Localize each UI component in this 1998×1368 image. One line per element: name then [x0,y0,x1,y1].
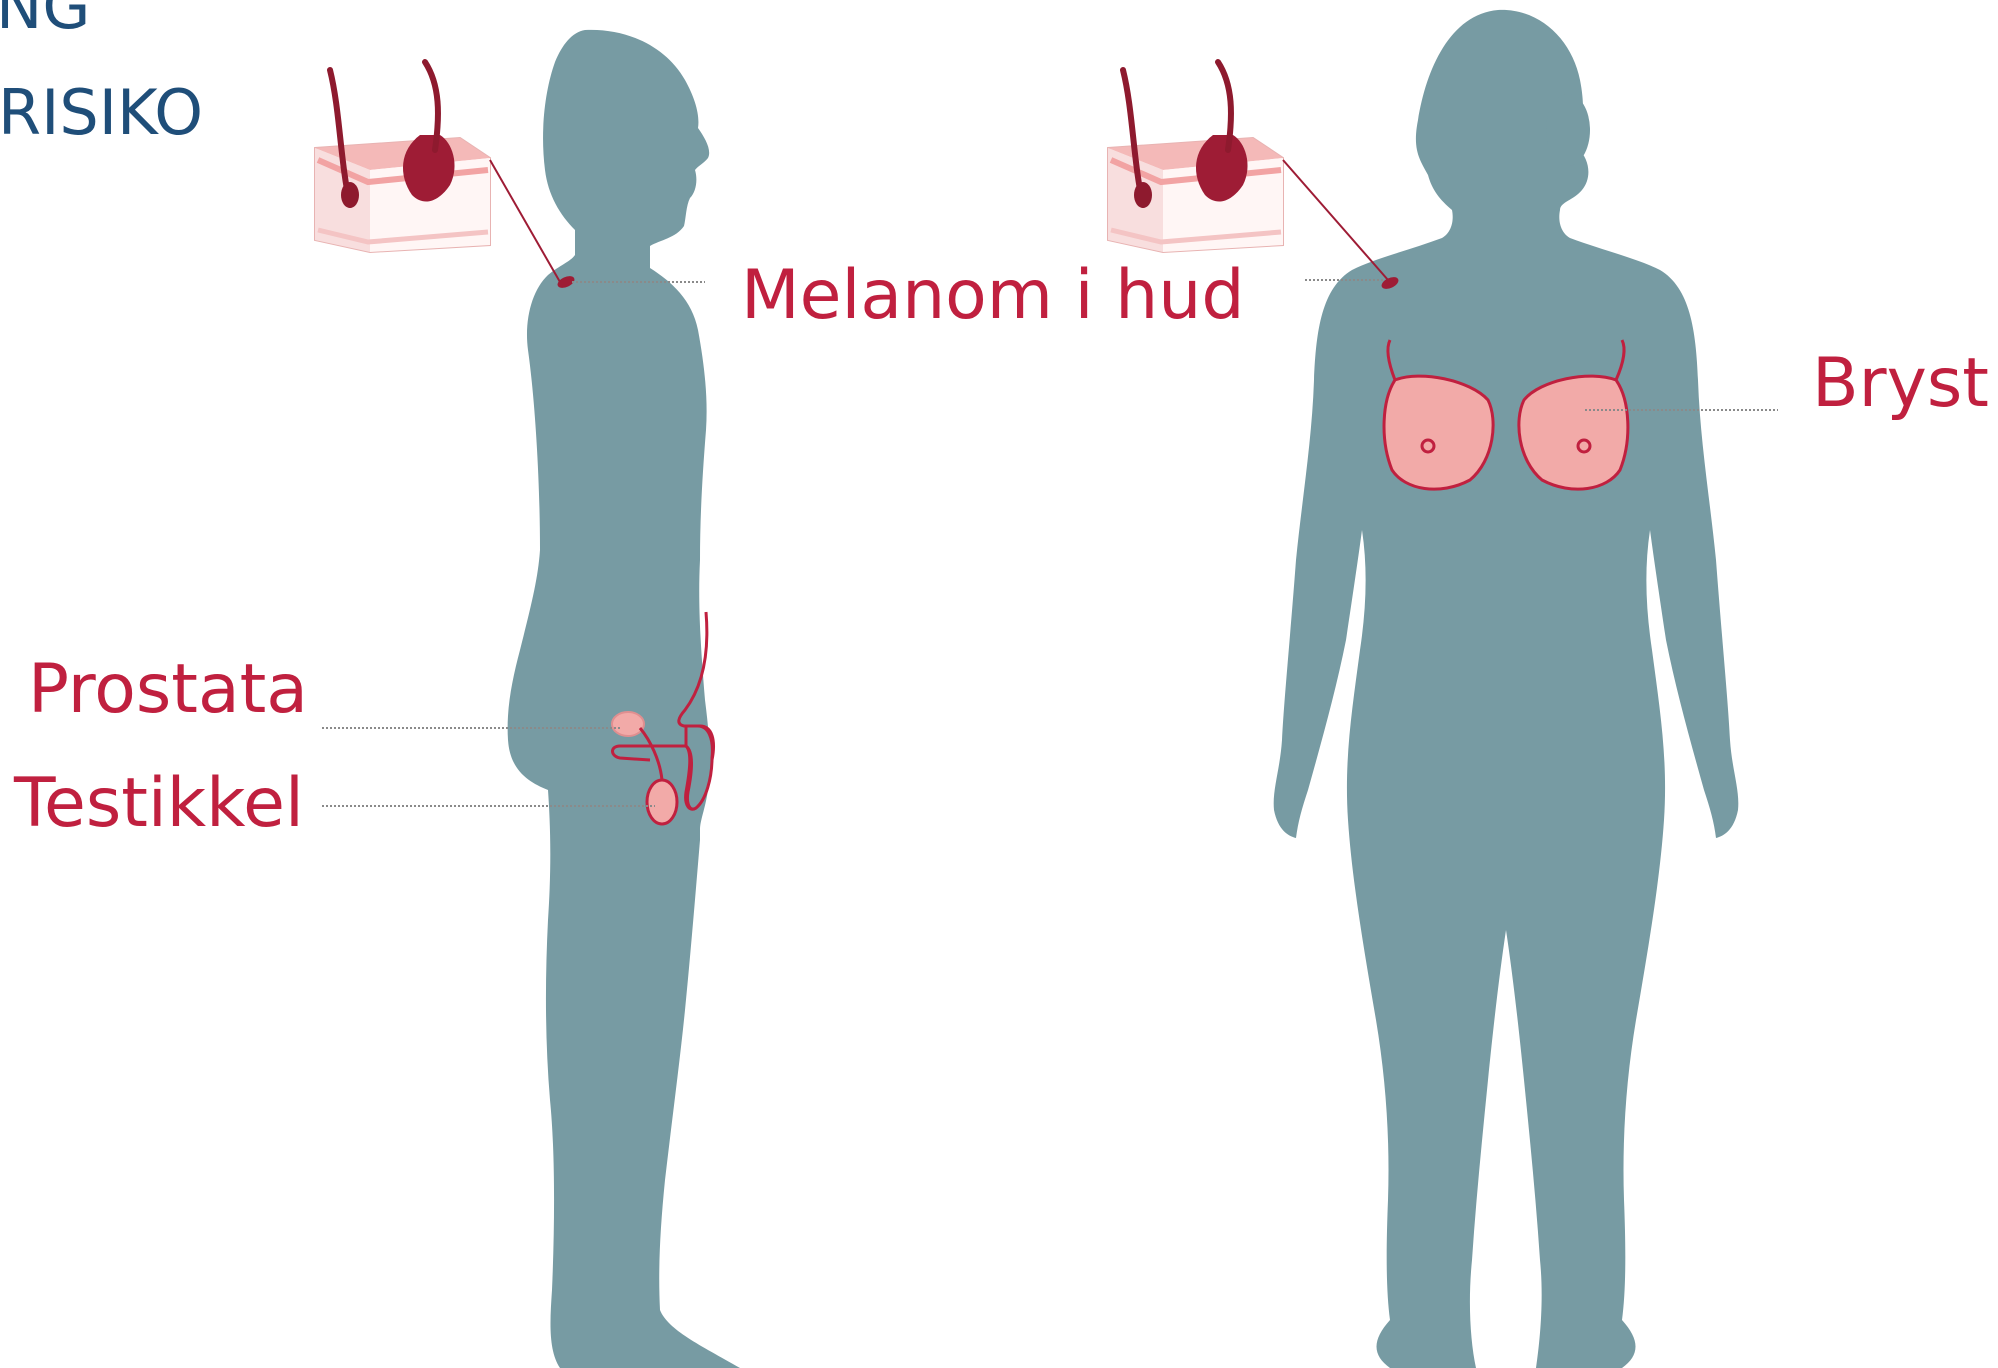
label-melanoma: Melanom i hud [741,262,1245,330]
prostate-organ [612,712,644,736]
label-breast: Bryst [1812,350,1989,418]
female-inset-pointer [1283,160,1388,280]
label-testicle: Testikkel [14,770,304,838]
male-silhouette [508,30,740,1368]
female-silhouette [1274,10,1739,1368]
skin-inset-male [315,62,490,252]
male-genital-fill [686,726,712,809]
testicle-organ [647,780,677,824]
skin-inset-female [1108,62,1283,252]
label-prostate: Prostata [28,656,308,724]
female-hair-bun [1546,94,1590,166]
